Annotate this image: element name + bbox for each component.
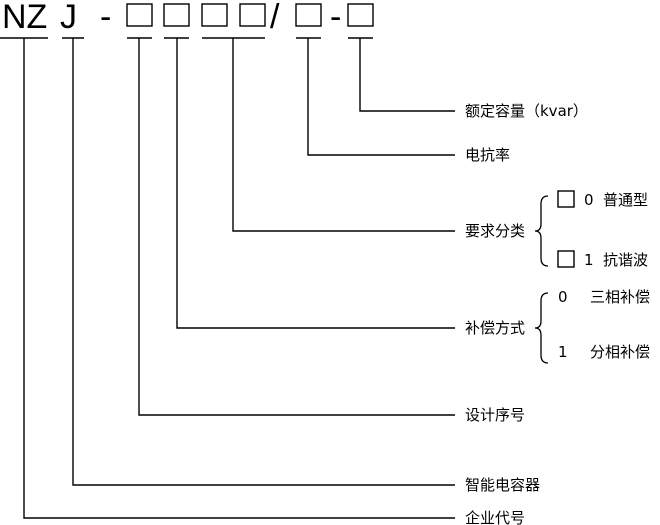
requirement-option-0-name: 普通型	[603, 191, 648, 209]
leader-compensation-mode	[176, 38, 455, 329]
requirement-option-0-code: 0	[584, 191, 594, 209]
code-box-design-serial	[126, 3, 153, 27]
checkbox-requirement-option-1	[557, 250, 575, 268]
compensation-option-0-code: 0	[558, 288, 568, 306]
code-dash-1: -	[100, 0, 111, 36]
code-box-requirement-class	[201, 3, 228, 27]
requirement-option-1-code: 1	[584, 251, 594, 269]
label-smart-capacitor: 智能电容器	[465, 476, 540, 494]
compensation-option-0-name: 三相补偿	[590, 288, 650, 306]
label-company-code: 企业代号	[465, 509, 525, 525]
code-prefix: NZ	[2, 0, 47, 36]
leader-rated-capacity	[359, 38, 455, 112]
code-box-requirement-class-2	[239, 3, 266, 27]
code-dash-2: -	[330, 0, 341, 36]
leader-smart-capacitor	[72, 38, 455, 486]
code-box-compensation-mode	[163, 3, 190, 27]
compensation-option-1-name: 分相补偿	[590, 343, 650, 361]
leader-requirement-class	[232, 38, 455, 232]
label-rated-capacity: 额定容量（kvar）	[465, 102, 588, 120]
compensation-option-1-code: 1	[558, 343, 568, 361]
label-compensation-mode: 补偿方式	[465, 319, 525, 337]
leader-design-serial	[138, 38, 455, 416]
label-design-serial: 设计序号	[465, 406, 525, 424]
label-reactance-ratio: 电抗率	[465, 146, 510, 164]
leader-reactance-ratio	[307, 38, 455, 156]
brace-compensation-mode	[534, 292, 549, 364]
label-requirement-class: 要求分类	[465, 222, 525, 240]
checkbox-requirement-option-0	[557, 190, 575, 208]
brace-requirement-class	[534, 195, 549, 267]
code-slash: /	[270, 0, 280, 36]
leader-company-code	[23, 38, 455, 519]
code-box-reactance-ratio	[295, 3, 322, 27]
code-letter: J	[60, 0, 77, 36]
requirement-option-1-name: 抗谐波	[603, 251, 648, 269]
code-box-rated-capacity	[347, 3, 374, 27]
